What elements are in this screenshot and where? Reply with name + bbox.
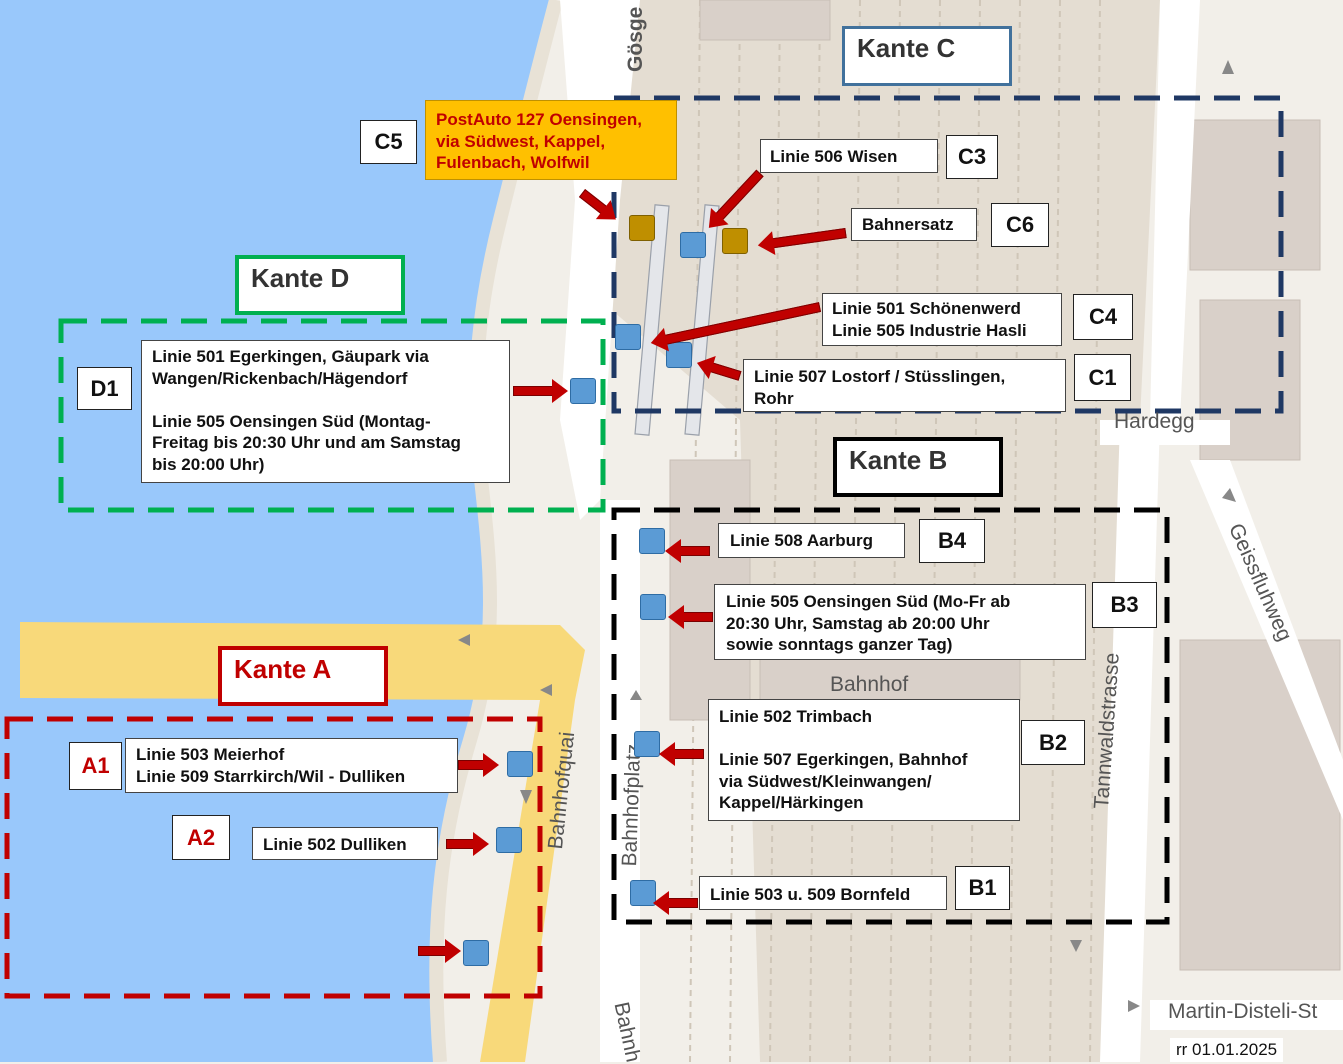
bus-stop-icon-c3[interactable] — [680, 232, 706, 258]
kante-d-title: Kante D — [235, 255, 405, 315]
stop-code-c3: C3 — [946, 135, 998, 179]
street-tannwaldstrasse — [1100, 420, 1160, 1062]
stop-code-c1: C1 — [1074, 354, 1131, 401]
kante-c-title: Kante C — [842, 26, 1012, 86]
arrow-left-icon-b2 — [672, 749, 704, 759]
stop-label-d1: Linie 501 Egerkingen, Gäupark via Wangen… — [141, 340, 510, 483]
bus-stop-icon-b3[interactable] — [640, 594, 666, 620]
kante-b-zone — [611, 507, 1170, 925]
street-label-bahnhofplatz: Bahnhofplatz — [618, 743, 646, 867]
stop-code-c6: C6 — [991, 203, 1049, 247]
stop-label-c6: Bahnersatz — [851, 208, 977, 241]
bus-stop-icon-b4[interactable] — [639, 528, 665, 554]
stop-code-c4: C4 — [1073, 294, 1133, 340]
arrow-right-icon-a2 — [446, 832, 489, 856]
stop-code-a2: A2 — [172, 815, 230, 860]
stop-code-b1: B1 — [955, 866, 1010, 910]
arrow-right-icon-d1 — [513, 379, 568, 403]
stop-label-a2: Linie 502 Dulliken — [252, 827, 438, 860]
stop-label-b1: Linie 503 u. 509 Bornfeld — [699, 876, 947, 910]
bus-stop-icon-a1[interactable] — [507, 751, 533, 777]
street-label-bahnhof: Bahnhof — [830, 673, 909, 696]
bus-stop-icon-c5[interactable] — [629, 215, 655, 241]
kante-a-zone — [4, 716, 543, 999]
street-geissfluhweg — [1190, 460, 1343, 820]
kante-c-zone — [611, 95, 1284, 414]
arrow-left-icon-b1 — [666, 898, 698, 908]
arrow-right-icon-a3 — [418, 939, 461, 963]
stop-label-b2: Linie 502 Trimbach Linie 507 Egerkingen,… — [708, 699, 1020, 821]
street-label-goesgen: Gösge — [624, 6, 647, 72]
stop-label-b3: Linie 505 Oensingen Süd (Mo-Fr ab 20:30 … — [714, 584, 1086, 660]
stop-label-c3: Linie 506 Wisen — [760, 139, 938, 173]
stop-label-c4: Linie 501 Schönenwerd Linie 505 Industri… — [822, 293, 1062, 346]
arrow-right-icon-a1 — [458, 753, 499, 777]
arrow-left-icon-b3 — [681, 612, 713, 622]
bus-stop-icon-b2[interactable] — [634, 731, 660, 757]
stop-code-d1: D1 — [77, 367, 132, 410]
bus-stop-icon-b1[interactable] — [630, 880, 656, 906]
stop-label-c5: PostAuto 127 Oensingen, via Südwest, Kap… — [425, 100, 677, 180]
arrow-left-icon-b4 — [678, 546, 710, 556]
street-label-martin-disteli: Martin-Disteli-St — [1168, 1000, 1318, 1023]
bus-stop-icon-c4[interactable] — [615, 324, 641, 350]
kante-b-title: Kante B — [833, 437, 1003, 497]
stop-code-b3: B3 — [1092, 582, 1157, 628]
stop-label-c1: Linie 507 Lostorf / Stüsslingen, Rohr — [743, 359, 1066, 412]
bus-stop-icon-c6[interactable] — [722, 228, 748, 254]
bus-stop-icon-c1[interactable] — [666, 342, 692, 368]
date-stamp: rr 01.01.2025 — [1170, 1038, 1284, 1062]
stop-code-c5: C5 — [360, 120, 417, 164]
stop-code-b4: B4 — [919, 519, 985, 563]
stop-label-b4: Linie 508 Aarburg — [718, 523, 905, 558]
street-label-hardegg: Hardegg — [1114, 410, 1195, 433]
street-bahnhofquai-yellow — [20, 622, 585, 1062]
stop-code-a1: A1 — [69, 742, 122, 790]
kante-d-zone — [58, 318, 606, 513]
street-hardegg — [1100, 420, 1230, 445]
kante-a-title: Kante A — [218, 646, 388, 706]
stop-label-a1: Linie 503 Meierhof Linie 509 Starrkirch/… — [125, 738, 458, 793]
bus-stop-icon-a3[interactable] — [463, 940, 489, 966]
stop-code-b2: B2 — [1021, 720, 1085, 765]
river-water — [0, 0, 556, 1062]
bus-stop-icon-d1[interactable] — [570, 378, 596, 404]
bus-stop-icon-a2[interactable] — [496, 827, 522, 853]
